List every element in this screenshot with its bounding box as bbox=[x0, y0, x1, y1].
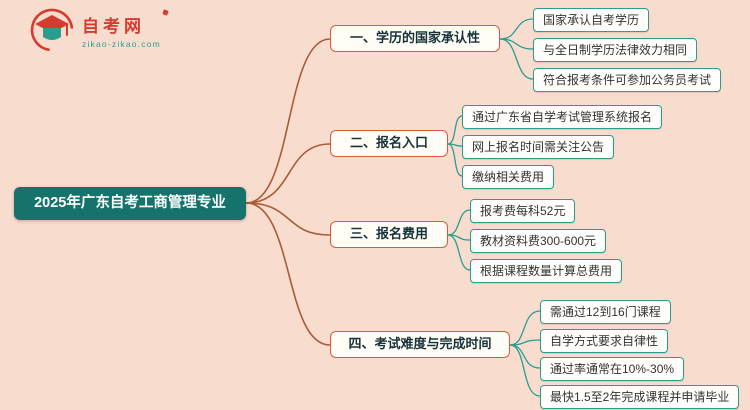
link-b2-c3 bbox=[447, 143, 463, 177]
branch-3-child-1[interactable]: 报考费每科52元 bbox=[470, 199, 576, 223]
link-b3-c1 bbox=[447, 209, 471, 236]
graduation-cap-icon bbox=[30, 8, 74, 52]
link-root-branch-4 bbox=[245, 202, 331, 346]
root-topic[interactable]: 2025年广东自考工商管理专业 bbox=[14, 187, 246, 220]
link-b4-c4 bbox=[509, 344, 541, 397]
link-root-branch-3 bbox=[245, 202, 331, 236]
branch-4-child-4[interactable]: 最快1.5至2年完成课程并申请毕业 bbox=[540, 385, 740, 409]
branch-3-child-2[interactable]: 教材资料费300-600元 bbox=[470, 229, 607, 253]
logo-site-url: zikao-zikao.com bbox=[82, 38, 161, 49]
link-b4-c3 bbox=[509, 344, 541, 369]
branch-1-child-2[interactable]: 与全日制学历法律效力相同 bbox=[533, 38, 698, 62]
branch-4-child-3[interactable]: 通过率通常在10%-30% bbox=[540, 357, 685, 381]
logo-site-name-text: 自考网 bbox=[82, 16, 145, 36]
logo-site-name: 自考网 bbox=[82, 8, 169, 37]
branch-4-child-1[interactable]: 需通过12到16门课程 bbox=[540, 300, 671, 324]
link-b1-c1 bbox=[499, 18, 534, 40]
branch-4-header[interactable]: 四、考试难度与完成时间 bbox=[330, 331, 510, 358]
branch-2-header[interactable]: 二、报名入口 bbox=[330, 130, 448, 157]
branch-2-child-2[interactable]: 网上报名时间需关注公告 bbox=[462, 135, 615, 159]
link-root-branch-1 bbox=[245, 38, 331, 204]
branch-1-child-3[interactable]: 符合报考条件可参加公务员考试 bbox=[533, 68, 722, 92]
link-b4-c1 bbox=[509, 310, 541, 346]
branch-1-child-1[interactable]: 国家承认自考学历 bbox=[533, 8, 650, 32]
branch-2-child-1[interactable]: 通过广东省自学考试管理系统报名 bbox=[462, 105, 663, 129]
link-b3-c3 bbox=[447, 234, 471, 271]
link-root-branch-2 bbox=[245, 143, 331, 204]
logo-text-block: 自考网 zikao-zikao.com bbox=[82, 8, 169, 49]
branch-3-header[interactable]: 三、报名费用 bbox=[330, 221, 448, 248]
site-logo[interactable]: 自考网 zikao-zikao.com bbox=[28, 6, 169, 54]
branch-4-child-2[interactable]: 自学方式要求自律性 bbox=[540, 329, 669, 353]
branch-3-child-3[interactable]: 根据课程数量计算总费用 bbox=[470, 259, 623, 283]
link-b4-c2 bbox=[509, 339, 541, 346]
branch-2-child-3[interactable]: 缴纳相关费用 bbox=[462, 165, 555, 189]
link-b1-c3 bbox=[499, 38, 534, 80]
link-b2-c1 bbox=[447, 115, 463, 145]
branch-1-header[interactable]: 一、学历的国家承认性 bbox=[330, 25, 500, 52]
